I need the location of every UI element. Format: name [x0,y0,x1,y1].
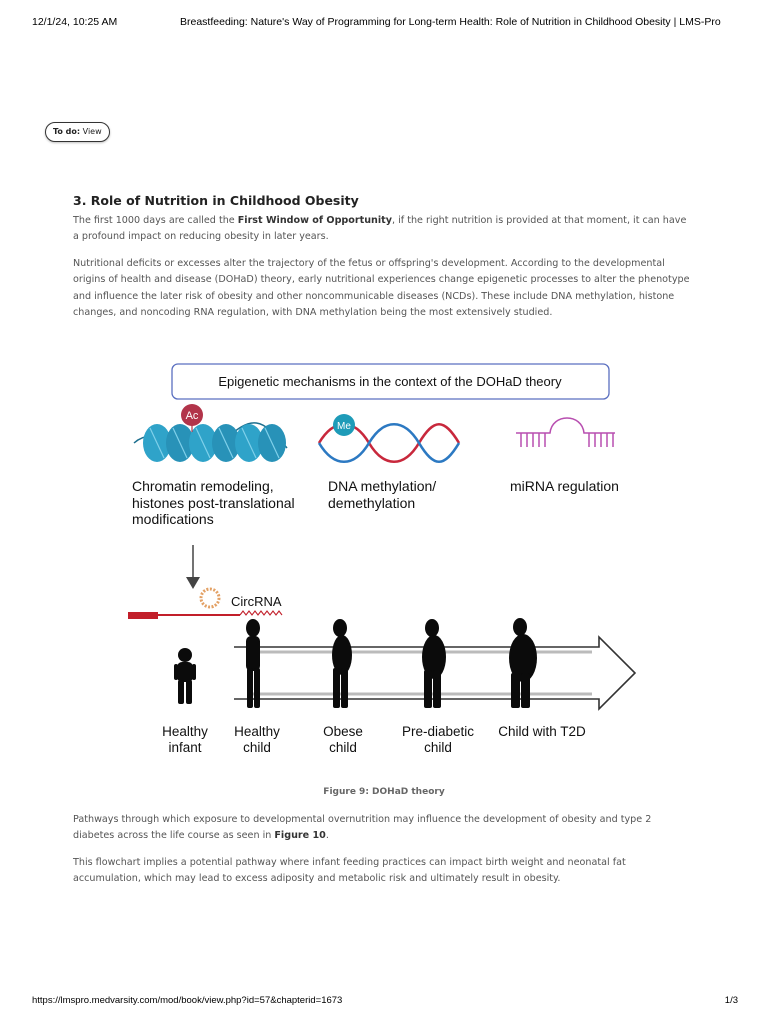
mech1-line1: Chromatin remodeling, [132,478,274,494]
healthy-infant-silhouette [174,648,196,704]
figure-title: Epigenetic mechanisms in the context of … [218,374,562,389]
circrna-label: CircRNA [231,594,282,609]
stage-label-line1: Pre-diabetic [402,724,474,739]
down-arrow-icon [186,545,200,589]
paragraph-dohad: Nutritional deficits or excesses alter t… [73,256,695,322]
mech1-line3: modifications [132,511,214,527]
stage-label-line1: Obese [323,724,363,739]
circrna-icon [201,589,219,607]
print-datetime: 12/1/24, 10:25 AM [32,16,117,28]
print-footer: https://lmspro.medvarsity.com/mod/book/v… [32,995,738,1009]
me-label: Me [337,421,351,432]
mech2-line2: demethylation [328,495,415,511]
mech3-label: miRNA regulation [510,478,619,494]
dohad-diagram: Epigenetic mechanisms in the context of … [112,348,657,768]
p3-text-before: Pathways through which exposure to devel… [73,814,651,841]
print-url: https://lmspro.medvarsity.com/mod/book/v… [32,995,342,1006]
stage-label-line1: Healthy [234,724,280,739]
section-title: 3. Role of Nutrition in Childhood Obesit… [73,193,359,208]
dohad-figure: Epigenetic mechanisms in the context of … [112,348,657,768]
stage-label-line2: child [424,740,452,755]
mech2-line1: DNA methylation/ [328,478,436,494]
p3-text-after: . [326,830,329,841]
figure-10-reference: Figure 10 [274,830,325,841]
p1-bold-phrase: First Window of Opportunity [238,215,392,226]
todo-view-button[interactable]: To do: View [45,122,110,142]
figure-caption: Figure 9: DOHaD theory [0,787,768,797]
stage-label-line1: Child with T2D [498,724,586,739]
stage-label-line1: Healthy [162,724,208,739]
stage-label-line2: child [243,740,271,755]
methyl-badge: Me [333,414,355,436]
print-page-number: 1/3 [725,995,738,1006]
gene-track [128,611,282,619]
print-header: 12/1/24, 10:25 AM Breastfeeding: Nature'… [32,16,728,32]
stage-label-line2: infant [168,740,201,755]
todo-label: To do: [53,127,80,136]
p1-text-before: The first 1000 days are called the [73,215,238,226]
print-page-title: Breastfeeding: Nature's Way of Programmi… [180,16,721,28]
mirna-icon [516,418,615,447]
paragraph-pathways: Pathways through which exposure to devel… [73,812,695,845]
ac-label: Ac [186,410,199,422]
mech1-line2: histones post-translational [132,495,295,511]
paragraph-first-window: The first 1000 days are called the First… [73,213,695,246]
healthy-child-silhouette [246,619,260,708]
stage-label-line2: child [329,740,357,755]
nucleosome-icon [134,423,287,462]
todo-action: View [83,127,102,136]
paragraph-flowchart: This flowchart implies a potential pathw… [73,855,695,888]
